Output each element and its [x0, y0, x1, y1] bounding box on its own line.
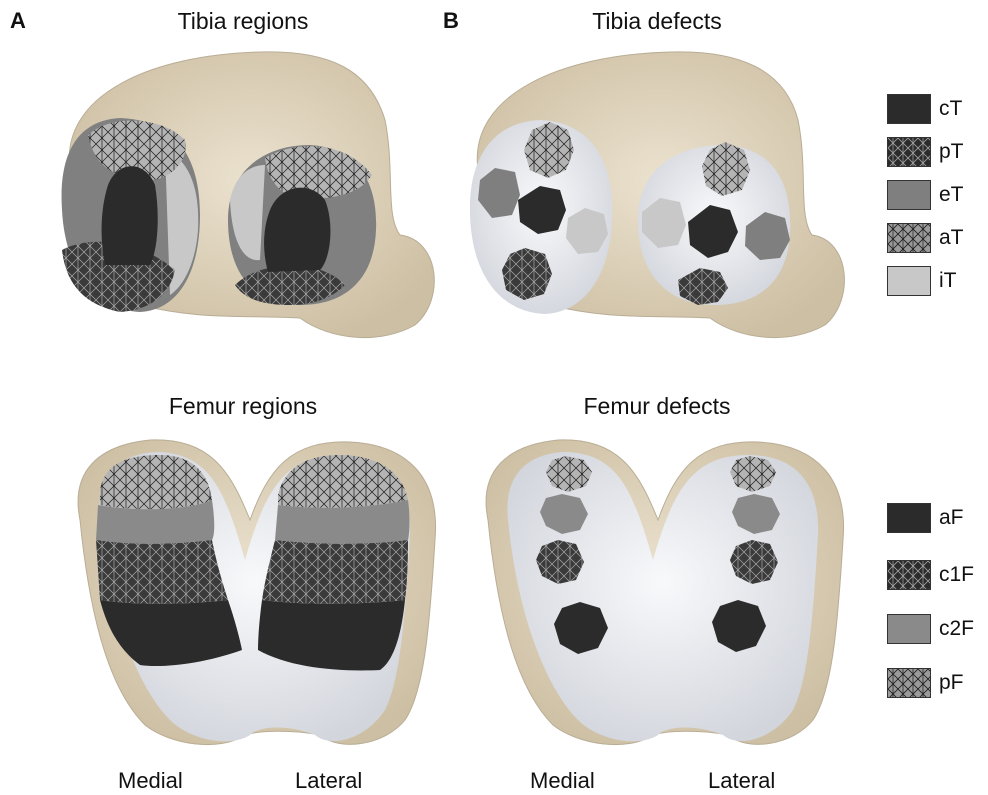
legend-item-c1F: c1F — [887, 560, 974, 590]
panel-label-b: B — [443, 8, 459, 34]
femur-regions-figure — [78, 440, 435, 745]
legend-label-aF: aF — [939, 506, 964, 530]
legend-item-iT: iT — [887, 266, 957, 296]
femur-defects-figure — [486, 440, 843, 745]
panel-label-a: A — [10, 8, 26, 34]
legend-label-c2F: c2F — [939, 617, 974, 641]
title-tibia-defects: Tibia defects — [592, 8, 722, 35]
tibia-defects-figure — [470, 52, 845, 338]
legend-swatch-iT — [887, 266, 931, 296]
title-femur-regions: Femur regions — [169, 393, 317, 420]
legend-item-pF: pF — [887, 668, 964, 698]
legend-label-pF: pF — [939, 671, 964, 695]
legend-label-eT: eT — [939, 183, 964, 207]
legend-swatch-c1F — [887, 560, 931, 590]
legend-item-c2F: c2F — [887, 614, 974, 644]
legend-swatch-pT — [887, 137, 931, 167]
label-lateral-a: Lateral — [295, 768, 362, 794]
tibia-regions-figure — [62, 52, 435, 338]
legend-label-pT: pT — [939, 140, 964, 164]
label-medial-b: Medial — [530, 768, 595, 794]
title-tibia-regions: Tibia regions — [178, 8, 309, 35]
lateral-c1F — [262, 540, 408, 604]
legend-label-iT: iT — [939, 269, 957, 293]
legend-swatch-eT — [887, 180, 931, 210]
legend-label-cT: cT — [939, 97, 962, 121]
legend-label-aT: aT — [939, 226, 964, 250]
legend-swatch-cT — [887, 94, 931, 124]
legend-item-eT: eT — [887, 180, 964, 210]
legend-item-pT: pT — [887, 137, 964, 167]
legend-item-cT: cT — [887, 94, 962, 124]
legend-swatch-c2F — [887, 614, 931, 644]
legend-item-aT: aT — [887, 223, 964, 253]
legend-item-aF: aF — [887, 503, 964, 533]
legend-swatch-aT — [887, 223, 931, 253]
legend-swatch-aF — [887, 503, 931, 533]
legend-swatch-pF — [887, 668, 931, 698]
title-femur-defects: Femur defects — [584, 393, 731, 420]
medial-c1F — [96, 540, 228, 604]
label-medial-a: Medial — [118, 768, 183, 794]
medial-plateau-cT — [102, 166, 158, 265]
label-lateral-b: Lateral — [708, 768, 775, 794]
legend-label-c1F: c1F — [939, 563, 974, 587]
